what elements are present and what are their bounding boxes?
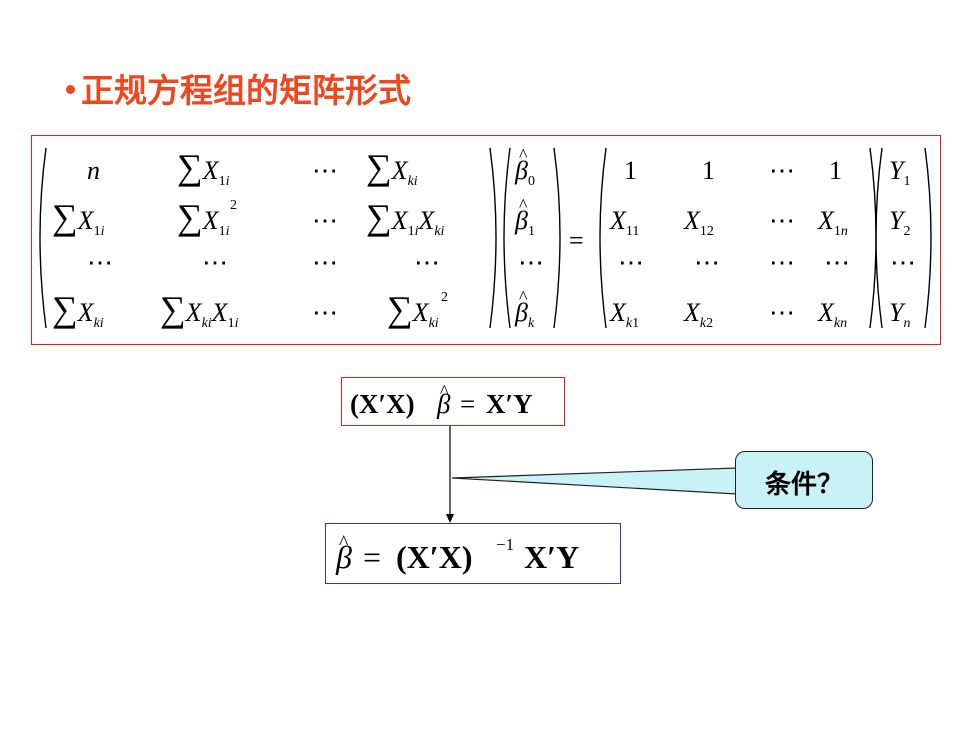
beta-vector: β0 ^ β1 ^ ⋯ βk ^	[514, 145, 544, 331]
lhs-cell-sum-x1i-sq: ∑X1i	[177, 197, 230, 239]
normal-equation: (X′X) β ^ = X′Y	[350, 381, 533, 419]
rhs-cell-1: 1	[624, 156, 637, 185]
y-n: Yn	[889, 298, 910, 331]
lhs-cell-sum-xki-r4: ∑Xki	[52, 289, 104, 331]
lhs-cell-sum-x1i-r2: ∑X1i	[52, 197, 105, 239]
matrix-equation-box: n ∑X1i ⋯ ∑Xki ∑X1i ∑X1i 2 ⋯ ∑X1iXki ⋯ ⋯ …	[31, 135, 941, 345]
rhs-matrix: 1 1 ⋯ 1 X11 X12 ⋯ X1n ⋯ ⋯ ⋯ ⋯ Xk1 Xk2 ⋯ …	[609, 156, 850, 331]
lhs-cell-dots-r3c2: ⋯	[202, 248, 228, 277]
rhs-x1n: X1n	[817, 206, 848, 239]
rhs-dots-r3c1: ⋯	[618, 248, 644, 277]
rhs-cell-1b: 1	[702, 156, 715, 185]
solution-equation: β ^ = (X′X) −1 X′Y	[335, 532, 579, 575]
lhs-cell-dots-r4: ⋯	[312, 298, 338, 327]
beta-dots: ⋯	[518, 248, 544, 277]
beta-0-hat: ^	[519, 145, 528, 165]
lhs-cell-n: n	[87, 156, 100, 185]
rhs-cell-1c: 1	[829, 156, 842, 185]
y-vector: Y1 Y2 ⋯ Yn	[889, 156, 916, 331]
lhs-cell-dots: ⋯	[312, 156, 338, 185]
lhs-cell-sq-exp-2: 2	[441, 290, 448, 305]
rhs-xk2: Xk2	[683, 298, 713, 331]
slide-title-text: 正规方程组的矩阵形式	[81, 71, 411, 110]
rhs-dots-r3c4: ⋯	[824, 248, 850, 277]
y-1: Y1	[889, 156, 910, 189]
rhs-x11: X11	[609, 206, 639, 239]
rhs-xk1: Xk1	[609, 298, 639, 331]
rhs-x12: X12	[683, 206, 714, 239]
rhs-dots-r3c3: ⋯	[769, 248, 795, 277]
normal-eq-equals: =	[460, 389, 475, 419]
callout-label: 条件？	[764, 470, 843, 500]
xty-term: X′Y	[486, 389, 533, 419]
sol-beta-hat-accent: ^	[339, 532, 349, 554]
lhs-cell-dots-r3c3: ⋯	[312, 248, 338, 277]
matrix-equation: n ∑X1i ⋯ ∑Xki ∑X1i ∑X1i 2 ⋯ ∑X1iXki ⋯ ⋯ …	[39, 145, 932, 331]
lhs-cell-dots-r3c1: ⋯	[87, 248, 113, 277]
lhs-matrix: n ∑X1i ⋯ ∑Xki ∑X1i ∑X1i 2 ⋯ ∑X1iXki ⋯ ⋯ …	[52, 147, 448, 331]
y-2: Y2	[889, 206, 910, 239]
sol-xty: X′Y	[524, 539, 579, 575]
solution-equation-box: β ^ = (X′X) −1 X′Y	[325, 523, 621, 584]
beta-hat: β	[436, 389, 451, 419]
lhs-cell-sum-x1i: ∑X1i	[177, 147, 230, 189]
lhs-cell-sum-xki: ∑Xki	[366, 147, 418, 189]
rhs-dots-r3c2: ⋯	[694, 248, 720, 277]
lhs-cell-dots-r3c4: ⋯	[414, 248, 440, 277]
sol-beta-hat: β	[335, 539, 352, 575]
normal-equation-box: (X′X) β ^ = X′Y	[341, 377, 565, 426]
rhs-dots-r4: ⋯	[769, 298, 795, 327]
lhs-matrix-brackets	[39, 147, 932, 329]
y-dots: ⋯	[890, 248, 916, 277]
sol-inverse-exp: −1	[496, 535, 514, 554]
lhs-cell-sum-xkix1i: ∑XkiX1i	[160, 289, 239, 331]
equals-sign: =	[569, 226, 584, 255]
rhs-xkn: Xkn	[817, 298, 847, 331]
sol-xtx: (X′X)	[396, 539, 473, 575]
beta-1-hat: ^	[519, 195, 528, 215]
lhs-cell-sum-xki-sq: ∑Xki	[387, 289, 439, 331]
slide-title: 正规方程组的矩阵形式	[66, 64, 411, 112]
bullet-icon	[66, 85, 75, 94]
rhs-dots-r2: ⋯	[769, 206, 795, 235]
condition-callout: 条件？	[735, 451, 873, 509]
lhs-cell-dots-r2: ⋯	[312, 206, 338, 235]
lhs-cell-sq-exp: 2	[230, 198, 237, 213]
sol-equals: =	[363, 539, 381, 575]
xtx-term: (X′X)	[350, 389, 415, 419]
beta-k-hat: ^	[519, 287, 528, 307]
lhs-cell-sum-x1ixki: ∑X1iXki	[366, 197, 445, 239]
beta-hat-accent: ^	[440, 381, 449, 401]
rhs-cell-dots: ⋯	[769, 156, 795, 185]
